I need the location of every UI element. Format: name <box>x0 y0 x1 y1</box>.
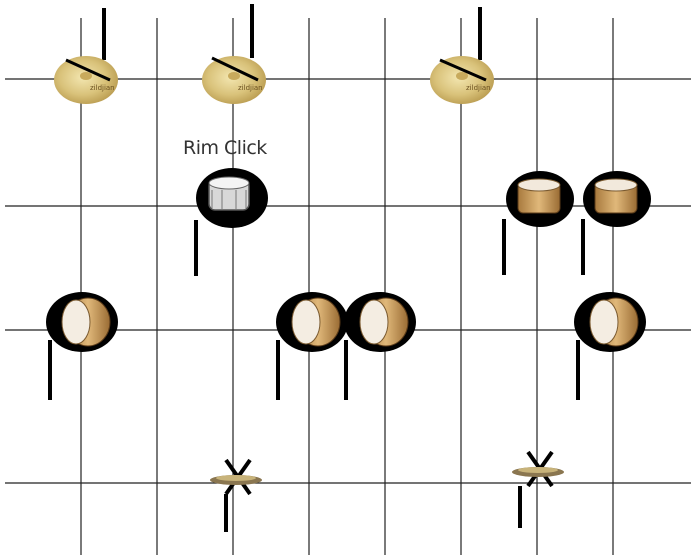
svg-text:zildjian: zildjian <box>238 84 263 92</box>
bass-drum-icon <box>344 292 416 400</box>
grid-horizontal-lines <box>5 79 691 483</box>
rim-click-label: Rim Click <box>183 137 267 159</box>
bass-drum-icon <box>574 292 646 400</box>
bass-drum-icon <box>276 292 348 400</box>
crash-cymbal-icon: zildjian <box>202 4 266 104</box>
crash-cymbal-icon: zildjian <box>54 8 118 104</box>
bass-drum-icon <box>46 292 118 400</box>
tom-drum-icon <box>504 171 574 275</box>
hi-hat-pedal-icon <box>512 452 564 528</box>
tom-drum-icon <box>583 171 651 275</box>
snare-drum-icon <box>196 168 268 276</box>
crash-cymbal-icon: zildjian <box>430 7 494 104</box>
hi-hat-pedal-icon <box>210 460 262 532</box>
svg-text:zildjian: zildjian <box>90 84 115 92</box>
svg-text:zildjian: zildjian <box>466 84 491 92</box>
